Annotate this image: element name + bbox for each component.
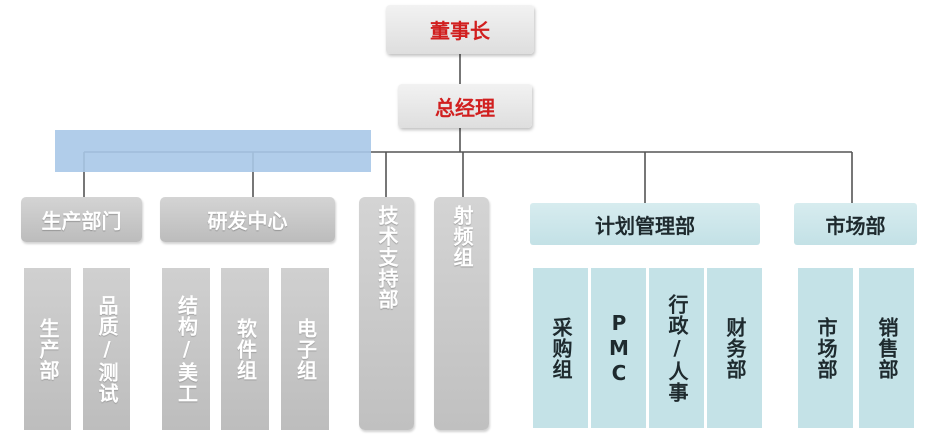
selection-highlight (55, 130, 371, 172)
dept-rf-label: 射频组 (450, 205, 474, 268)
dept-rnd-header: 研发中心 (160, 197, 335, 242)
chairman-box: 董事长 (386, 5, 534, 54)
sub-quality-testing-label: 品质/测试 (95, 294, 119, 404)
sub-pmc: PMC (591, 268, 646, 428)
sub-sales-label: 销售部 (875, 316, 899, 380)
sub-structure-art-label: 结构/美工 (174, 294, 199, 404)
sub-quality-testing: 品质/测试 (83, 268, 130, 430)
sub-admin-hr: 行政/人事 (649, 268, 704, 428)
dept-marketing-header: 市场部 (794, 203, 917, 245)
sub-electronics: 电子组 (281, 268, 329, 430)
sub-sales: 销售部 (859, 268, 914, 428)
sub-structure-art: 结构/美工 (162, 268, 210, 430)
sub-software: 软件组 (221, 268, 269, 430)
dept-production-header: 生产部门 (21, 197, 142, 242)
sub-production-label: 生产部 (36, 317, 60, 381)
sub-purchasing: 采购组 (533, 268, 588, 428)
general-manager-box: 总经理 (398, 84, 532, 128)
dept-rf: 射频组 (434, 197, 489, 430)
sub-purchasing-label: 采购组 (549, 316, 573, 380)
dept-tech-support: 技术支持部 (359, 197, 414, 430)
sub-pmc-label: PMC (607, 310, 631, 386)
sub-admin-hr-label: 行政/人事 (665, 293, 689, 403)
sub-software-label: 软件组 (233, 317, 258, 381)
dept-planning-header: 计划管理部 (530, 203, 760, 245)
sub-marketing-label: 市场部 (814, 316, 838, 380)
dept-tech-support-label: 技术支持部 (375, 205, 399, 310)
sub-electronics-label: 电子组 (293, 317, 318, 381)
sub-marketing: 市场部 (798, 268, 853, 428)
sub-finance-label: 财务部 (723, 316, 747, 380)
sub-finance: 财务部 (707, 268, 762, 428)
sub-production: 生产部 (24, 268, 71, 430)
